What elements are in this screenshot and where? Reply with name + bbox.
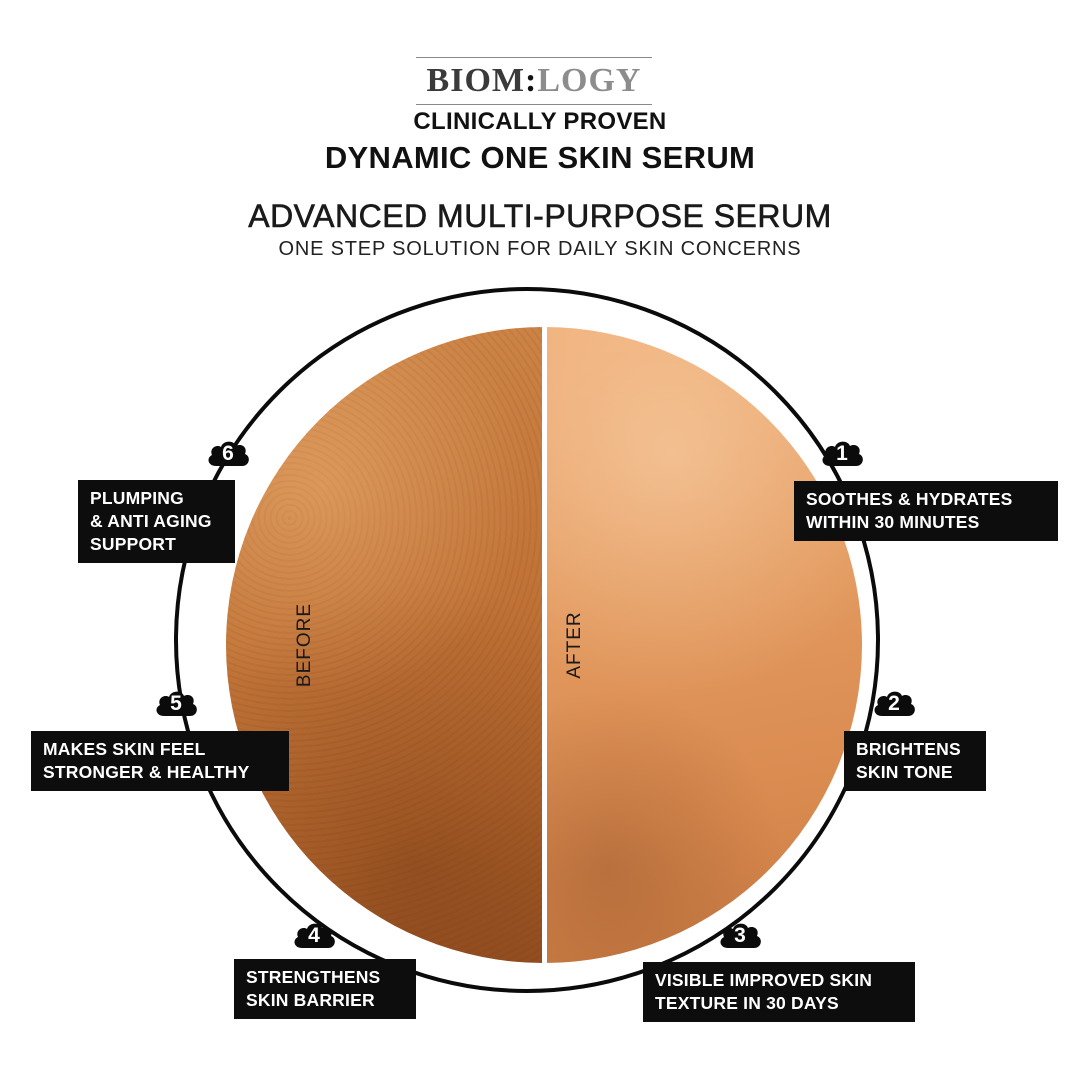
cloud-badge-icon — [822, 441, 863, 466]
benefit-4-badge: 4 — [290, 918, 338, 954]
before-label: BEFORE — [294, 602, 315, 688]
benefit-2-label: BRIGHTENS SKIN TONE — [844, 731, 986, 791]
before-after-divider — [542, 327, 547, 963]
benefit-5-label: MAKES SKIN FEEL STRONGER & HEALTHY — [31, 731, 289, 791]
claim-line: CLINICALLY PROVEN — [413, 108, 667, 135]
cloud-badge-icon — [874, 691, 915, 716]
cloud-badge-icon — [208, 441, 249, 466]
cloud-badge-icon — [294, 923, 335, 948]
benefit-5-badge: 5 — [152, 686, 200, 722]
before-skin-half — [226, 327, 544, 963]
benefit-1-badge: 1 — [818, 436, 866, 472]
after-label: AFTER — [564, 611, 585, 679]
brand-logo-text: BIOM:LOGY — [426, 62, 642, 99]
product-name: DYNAMIC ONE SKIN SERUM — [324, 140, 756, 175]
benefit-ring — [174, 287, 880, 993]
tagline: ONE STEP SOLUTION FOR DAILY SKIN CONCERN… — [278, 238, 802, 260]
benefit-1-label: SOOTHES & HYDRATES WITHIN 30 MINUTES — [794, 481, 1058, 541]
benefit-3-label: VISIBLE IMPROVED SKIN TEXTURE IN 30 DAYS — [643, 962, 915, 1022]
headline: ADVANCED MULTI-PURPOSE SERUM — [248, 198, 832, 235]
benefit-6-badge: 6 — [204, 436, 252, 472]
cloud-badge-icon — [720, 923, 761, 948]
benefit-4-label: STRENGTHENS SKIN BARRIER — [234, 959, 416, 1019]
benefit-2-badge: 2 — [870, 686, 918, 722]
cloud-badge-icon — [156, 691, 197, 716]
benefit-3-badge: 3 — [716, 918, 764, 954]
after-skin-half — [544, 327, 862, 963]
brand-logo: BIOM:LOGY — [416, 57, 652, 105]
benefit-6-label: PLUMPING & ANTI AGING SUPPORT — [78, 480, 235, 563]
before-after-sphere — [226, 327, 862, 963]
